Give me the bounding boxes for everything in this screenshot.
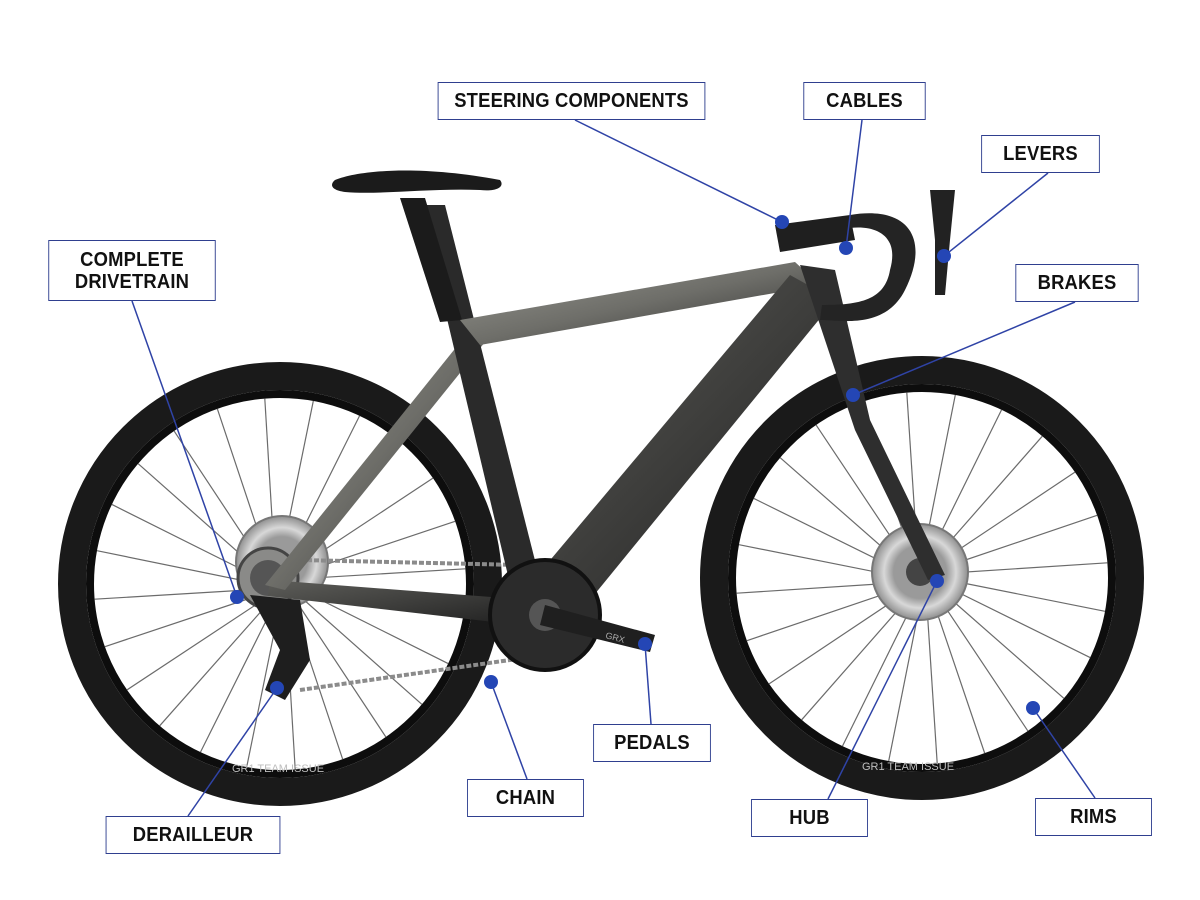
marker-dot-drivetrain bbox=[230, 590, 244, 604]
marker-dot-brakes bbox=[846, 388, 860, 402]
label-chain-text: CHAIN bbox=[495, 787, 556, 809]
crank-arm bbox=[540, 605, 655, 652]
rear-derailleur bbox=[250, 595, 310, 700]
spoke bbox=[935, 585, 1065, 699]
leader-line-chain bbox=[490, 681, 528, 780]
label-rims-text: RIMS bbox=[1070, 806, 1117, 828]
marker-dot-derailleur bbox=[270, 681, 284, 695]
leader-line-pedals bbox=[644, 643, 652, 725]
marker-dot-rims bbox=[1026, 701, 1040, 715]
leader-line-levers bbox=[943, 172, 1049, 257]
spoke bbox=[925, 593, 938, 764]
front-rim bbox=[728, 384, 1116, 772]
label-derailleur-text: DERAILLEUR bbox=[132, 824, 254, 846]
rear-tire bbox=[58, 362, 502, 806]
leader-line-hub bbox=[827, 580, 938, 800]
rear-tire-text: GR1 TEAM ISSUE bbox=[232, 763, 324, 775]
spoke bbox=[296, 593, 423, 705]
label-steering-components: STEERING COMPONENTS bbox=[437, 82, 706, 120]
label-chain: CHAIN bbox=[467, 779, 584, 817]
label-levers: LEVERS bbox=[981, 135, 1100, 173]
label-hub-text: HUB bbox=[789, 807, 830, 829]
label-complete-drivetrain-text: COMPLETE DRIVETRAIN bbox=[74, 248, 190, 293]
handlebar bbox=[820, 213, 916, 322]
spoke bbox=[293, 597, 387, 738]
rear-rim bbox=[86, 390, 474, 778]
chainstay bbox=[268, 580, 530, 625]
label-pedals: PEDALS bbox=[593, 724, 711, 762]
leader-line-rims bbox=[1032, 707, 1096, 799]
front-tire-text: GR1 TEAM ISSUE bbox=[862, 761, 954, 773]
spoke bbox=[126, 597, 267, 691]
fork bbox=[800, 265, 945, 580]
leader-lines bbox=[131, 119, 1096, 817]
saddle bbox=[332, 170, 502, 193]
spoke bbox=[929, 591, 986, 754]
front-tire bbox=[700, 356, 1144, 800]
label-brakes-text: BRAKES bbox=[1037, 272, 1117, 294]
stem bbox=[775, 215, 855, 252]
label-brakes: BRAKES bbox=[1015, 264, 1139, 302]
spoke bbox=[159, 600, 271, 727]
spoke bbox=[94, 588, 261, 600]
leader-line-steering bbox=[574, 119, 783, 223]
crank-text: GRX bbox=[604, 630, 625, 645]
seatpost bbox=[400, 198, 462, 322]
marker-dot-steering bbox=[775, 215, 789, 229]
spoke bbox=[932, 588, 1029, 732]
label-pedals-text: PEDALS bbox=[614, 732, 690, 754]
brake-lever bbox=[930, 190, 955, 295]
marker-dot-levers bbox=[937, 249, 951, 263]
label-rims: RIMS bbox=[1035, 798, 1152, 836]
label-hub: HUB bbox=[751, 799, 868, 837]
marker-dot-pedals bbox=[638, 637, 652, 651]
leader-line-cables bbox=[845, 119, 863, 249]
label-steering-components-text: STEERING COMPONENTS bbox=[454, 90, 689, 112]
marker-dot-cables bbox=[839, 241, 853, 255]
label-cables-text: CABLES bbox=[826, 90, 903, 112]
top-tube bbox=[460, 262, 820, 345]
label-cables: CABLES bbox=[803, 82, 926, 120]
label-derailleur: DERAILLEUR bbox=[105, 816, 281, 854]
down-tube bbox=[525, 275, 835, 600]
marker-dots bbox=[230, 215, 1040, 715]
label-complete-drivetrain: COMPLETE DRIVETRAIN bbox=[48, 240, 216, 301]
marker-dot-chain bbox=[484, 675, 498, 689]
spoke bbox=[96, 550, 261, 585]
spoke bbox=[199, 603, 276, 753]
label-levers-text: LEVERS bbox=[1003, 143, 1078, 165]
leader-line-brakes bbox=[852, 301, 1076, 396]
front-wheel: GR1 TEAM ISSUE bbox=[700, 356, 1144, 800]
leader-line-derailleur bbox=[187, 687, 278, 817]
spoke bbox=[299, 568, 466, 580]
marker-dot-hub bbox=[930, 574, 944, 588]
chain-path bbox=[299, 558, 546, 692]
spoke bbox=[841, 593, 919, 747]
leader-line-drivetrain bbox=[131, 300, 238, 598]
seatstay bbox=[265, 330, 485, 590]
